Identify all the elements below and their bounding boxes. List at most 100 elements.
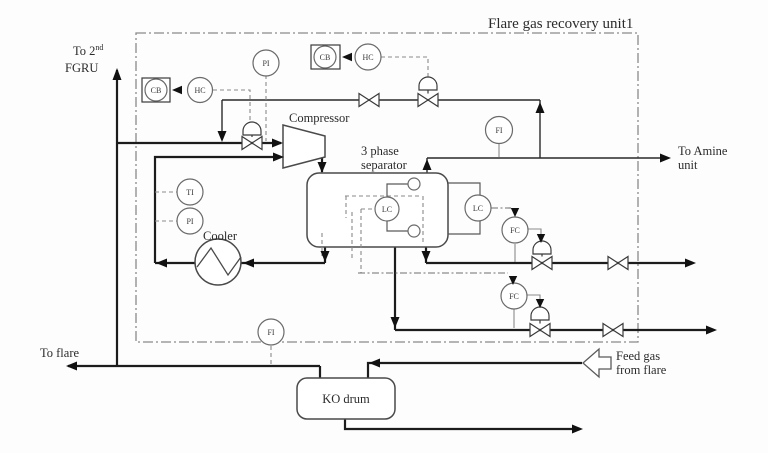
instrument-pi-top: PI (252, 49, 280, 77)
hc-top-circle (354, 43, 382, 71)
cb-top-circle (313, 45, 337, 69)
arrow-vapor-riser (422, 159, 432, 170)
unit-boundary-border (135, 32, 639, 343)
instrument-hc-left: HC (186, 76, 214, 104)
arrow-fc-upper-to-valve (536, 234, 546, 243)
instrument-ti-recycle: TI (176, 178, 204, 206)
cb-left-circle (144, 78, 168, 102)
lc-right-tag: LC (473, 204, 483, 213)
fi-flare-circle (257, 318, 285, 346)
level-tap-bottom-icon (407, 224, 421, 238)
control-valve-upper (531, 255, 553, 271)
cb-left-tag: CB (151, 86, 162, 95)
arrow-cooler-out-left (156, 258, 167, 268)
instrument-fi-flare: FI (257, 318, 285, 346)
instrument-fc-lower: FC (500, 282, 528, 310)
control-valve-suction-actuator (242, 121, 262, 136)
unit-title: Flare gas recovery unit1 (488, 16, 633, 32)
control-valve-upper-actuator (532, 240, 552, 255)
level-tap-top-icon (407, 177, 421, 191)
compressor-symbol (282, 124, 326, 169)
fc-upper-tag: FC (510, 226, 520, 235)
arrow-separator-center-down (390, 317, 400, 328)
arrow-up-to-fgru (112, 68, 122, 80)
label-to-2nd-fgru-line2: FGRU (65, 61, 98, 75)
label-to-amine-line2: unit (678, 158, 698, 172)
control-valve-lower (529, 322, 551, 338)
manual-valve-spillback (358, 92, 380, 108)
label-feed-gas-line2: from flare (616, 363, 667, 377)
arrow-upper-product-out (685, 258, 696, 268)
instrument-fc-upper: FC (501, 216, 529, 244)
lc-internal-top-tap (386, 183, 408, 197)
pipe-feed-gas (366, 361, 582, 378)
arrow-signal-into-fc-lower (508, 276, 518, 285)
feed-gas-block-arrow-icon (582, 347, 612, 379)
control-valve-spillback-actuator (418, 76, 438, 91)
pi-top-circle (252, 49, 280, 77)
arrow-feed-into-drum (369, 358, 380, 368)
ti-circle (176, 178, 204, 206)
arrow-to-amine (660, 153, 671, 163)
lc-internal-tag: LC (382, 205, 392, 214)
arrow-fc-lower-to-valve (535, 299, 545, 308)
arrow-into-cooler (243, 258, 254, 268)
signal-lines (155, 56, 542, 365)
fi-top-tag: FI (495, 126, 502, 135)
signal-hc-top-to-valve (381, 56, 429, 81)
arrow-hc-top-to-cb (342, 52, 352, 62)
signal-hc-left-to-valve (213, 89, 251, 121)
instrument-cb-top: CB (310, 44, 341, 70)
process-pipes (68, 70, 714, 431)
ko-drum-symbol (296, 377, 396, 420)
label-feed-gas-line1: Feed gas (616, 349, 660, 363)
pi-recycle-circle (176, 207, 204, 235)
cb-top-tag: CB (320, 53, 331, 62)
pipe-kodrum-bottom-out (343, 419, 580, 431)
lc-internal-bottom-tap (386, 221, 408, 232)
cooler-symbol (194, 238, 242, 286)
label-to-amine-line1: To Amine (678, 144, 728, 158)
fc-lower-tag: FC (509, 292, 519, 301)
hc-left-tag: HC (194, 86, 205, 95)
label-to-flare: To flare (40, 346, 79, 360)
valves (241, 76, 629, 338)
hc-top-tag: HC (362, 53, 373, 62)
arrow-hc-left-to-cb (172, 85, 182, 95)
lc-internal-circle (374, 196, 400, 222)
label-to-2nd-fgru-line1: To 2nd (73, 43, 103, 58)
label-ko-drum: KO drum (322, 392, 370, 406)
arrow-spillback-tap-up (535, 102, 545, 113)
instrument-cb-left: CB (141, 77, 171, 103)
signal-fc-lower-output (527, 294, 541, 299)
fc-lower-circle (500, 282, 528, 310)
arrow-separator-right-down (421, 251, 431, 262)
instrument-lc-internal: LC (374, 196, 400, 222)
arrow-lower-product-out (706, 325, 717, 335)
signal-fc-upper-output (528, 228, 542, 234)
arrow-separator-left-down (320, 251, 330, 262)
label-compressor: Compressor (289, 111, 350, 125)
instrument-lc-right: LC (464, 194, 492, 222)
arrow-signal-into-fc-upper (510, 208, 520, 217)
manual-valve-lower (602, 322, 624, 338)
arrow-into-compressor-main (272, 138, 283, 148)
lc-right-circle (464, 194, 492, 222)
fi-top-circle (484, 115, 514, 145)
control-valve-lower-actuator (530, 306, 550, 321)
hc-left-circle (186, 76, 214, 104)
flow-arrows (66, 52, 717, 434)
label-separator-line2: separator (361, 158, 408, 172)
ti-tag: TI (186, 188, 194, 197)
control-valve-suction (241, 135, 263, 151)
superscript-nd: nd (95, 43, 103, 52)
pipe-recycle-return (153, 155, 281, 263)
manual-valve-upper (607, 255, 629, 271)
pi-recycle-tag: PI (186, 217, 193, 226)
cooler-zigzag (196, 246, 242, 277)
label-separator-line1: 3 phase (361, 144, 399, 158)
label-cooler: Cooler (203, 229, 238, 243)
arrow-into-separator (317, 162, 327, 173)
